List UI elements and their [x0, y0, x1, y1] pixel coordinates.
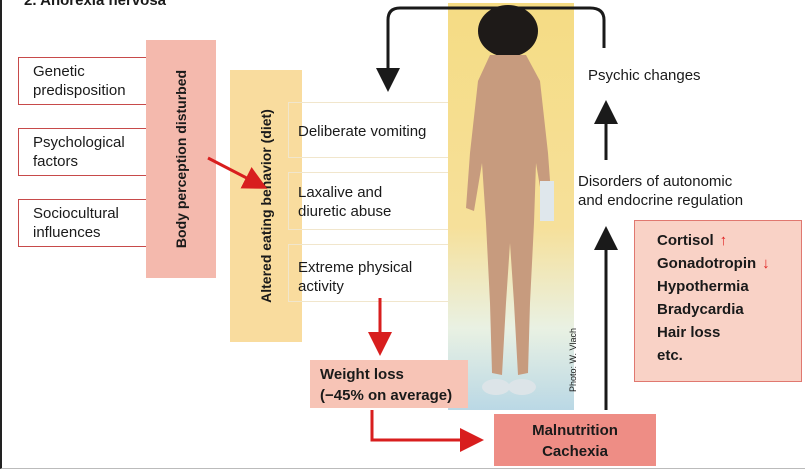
arrow-feedback-loop	[388, 8, 604, 86]
arrow-weightloss-to-malnutrition	[372, 410, 478, 440]
arrow-perception-to-diet	[208, 158, 262, 186]
